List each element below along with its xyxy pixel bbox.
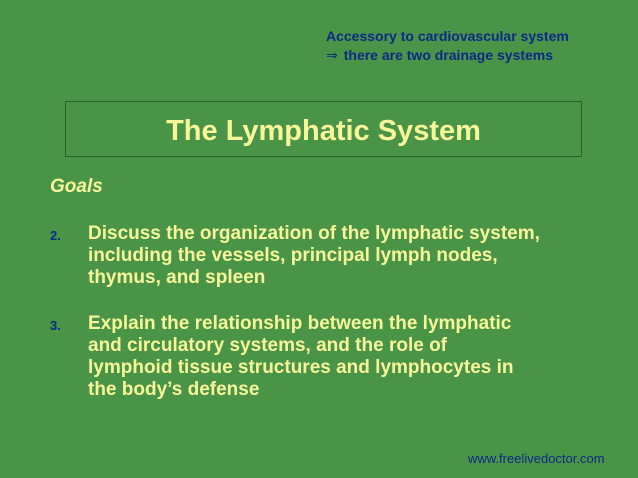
list-item-line: lymphoid tissue structures and lymphocyt… bbox=[88, 357, 514, 378]
title-box: The Lymphatic System bbox=[65, 101, 582, 157]
list-item-line: including the vessels, principal lymph n… bbox=[88, 245, 498, 266]
slide-title: The Lymphatic System bbox=[166, 115, 481, 147]
list-item-line: the body’s defense bbox=[88, 379, 260, 400]
side-note: Accessory to cardiovascular system ⇒ ther… bbox=[326, 27, 626, 66]
list-item-text: Explain the relationship between the lym… bbox=[88, 313, 618, 401]
footer-url: www.freelivedoctor.com bbox=[468, 451, 605, 466]
list-item-number: 3. bbox=[50, 318, 61, 333]
list-item-line: Discuss the organization of the lymphati… bbox=[88, 223, 540, 244]
list-item-number: 2. bbox=[50, 228, 61, 243]
implies-arrow-icon: ⇒ bbox=[326, 48, 338, 64]
list-item-line: Explain the relationship between the lym… bbox=[88, 313, 512, 334]
goals-heading: Goals bbox=[50, 176, 103, 197]
side-note-line-2-text: there are two drainage systems bbox=[343, 47, 554, 63]
list-item-text: Discuss the organization of the lymphati… bbox=[88, 223, 618, 289]
list-item-line: thymus, and spleen bbox=[88, 267, 266, 288]
list-item-line: and circulatory systems, and the role of bbox=[88, 335, 447, 356]
side-note-line-1: Accessory to cardiovascular system bbox=[326, 28, 569, 44]
side-note-line-2: ⇒ there are two drainage systems bbox=[326, 46, 626, 66]
